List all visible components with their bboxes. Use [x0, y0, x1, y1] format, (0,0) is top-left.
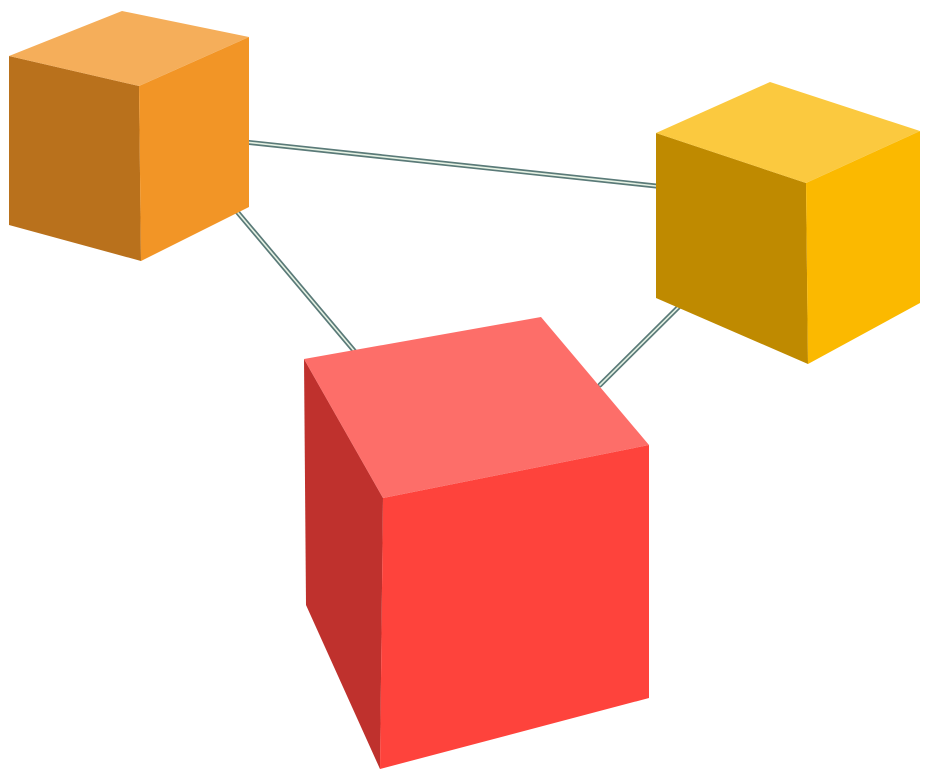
- red-cube-top-face: [304, 317, 649, 498]
- yellow-cube-top-face: [656, 82, 920, 183]
- red-cube-right-face: [380, 445, 649, 769]
- red-cube-left-face: [304, 359, 383, 769]
- orange-cube-right-face: [139, 37, 249, 261]
- yellow-cube-right-face: [806, 131, 920, 364]
- orange-cube: [9, 11, 249, 261]
- orange-cube-left-face: [9, 56, 141, 261]
- red-cube: [304, 317, 649, 769]
- yellow-cube: [656, 82, 920, 364]
- connector-orange-yellow: [195, 134, 659, 189]
- orange-cube-top-face: [9, 11, 249, 86]
- yellow-cube-left-face: [656, 133, 808, 364]
